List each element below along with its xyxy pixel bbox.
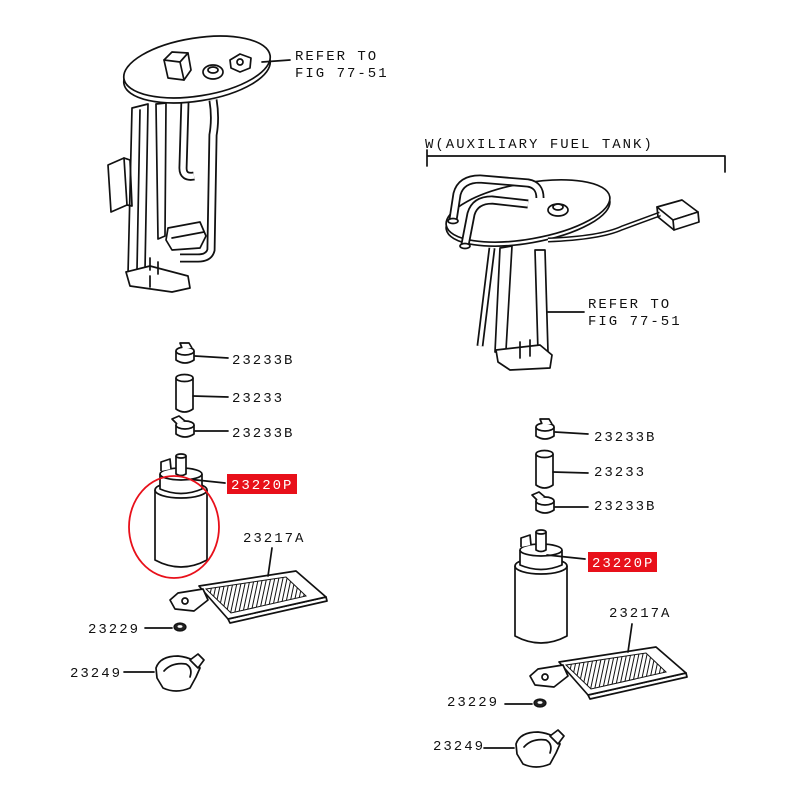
aux-title-bracket <box>426 149 726 173</box>
pump-highlight-circle <box>128 475 220 579</box>
aux-pump-parts <box>483 418 688 768</box>
aux-part-number-fuel-pump: 23220P <box>592 556 654 572</box>
aux-bracket <box>476 245 553 371</box>
hose-clamp-lower <box>171 415 229 438</box>
hose-clamp-upper <box>535 418 589 440</box>
fuel-hose <box>175 373 229 413</box>
main-part-number-hose-clamp-lower: 23233B <box>232 426 294 442</box>
main-sender-box <box>107 157 128 213</box>
aux-wire-connector <box>547 199 700 243</box>
aux-title: W(AUXILIARY FUEL TANK) <box>425 137 654 153</box>
main-sender-plate <box>122 35 272 104</box>
main-part-number-hose-clamp-upper: 23233B <box>232 353 294 369</box>
main-part-number-bracket: 23249 <box>70 666 122 682</box>
aux-sender-tubes <box>447 174 545 250</box>
fuel-filter <box>529 623 688 700</box>
fuel-hose <box>535 449 589 489</box>
hose-clamp-lower <box>531 491 589 514</box>
aux-sender-assembly: W(AUXILIARY FUEL TANK) <box>425 137 726 371</box>
main-part-number-fuel-hose: 23233 <box>232 391 284 407</box>
filter-ring <box>504 698 547 708</box>
aux-part-labels: 23233B 23233 23233B 23220P 23217A 23229 … <box>433 430 671 755</box>
main-reference-line1: REFER TO <box>295 49 378 65</box>
aux-part-number-hose-clamp-upper: 23233B <box>594 430 656 446</box>
pump-bracket <box>483 729 565 768</box>
main-part-number-fuel-pump: 23220P <box>231 478 293 494</box>
aux-part-number-ring: 23229 <box>447 695 499 711</box>
hose-clamp-upper <box>175 342 229 364</box>
aux-part-number-hose-clamp-lower: 23233B <box>594 499 656 515</box>
main-sender-tubes <box>178 99 219 263</box>
main-bracket-strip <box>155 102 167 240</box>
filter-ring <box>144 622 187 632</box>
aux-reference-line2: FIG 77-51 <box>588 314 682 330</box>
main-part-number-fuel-filter: 23217A <box>243 531 305 547</box>
aux-part-number-fuel-hose: 23233 <box>594 465 646 481</box>
pump-bracket <box>123 653 205 692</box>
main-pump-parts <box>123 342 328 692</box>
main-reference-leader <box>261 59 291 63</box>
aux-part-number-bracket: 23249 <box>433 739 485 755</box>
aux-part-number-fuel-filter: 23217A <box>609 606 671 622</box>
main-part-number-ring: 23229 <box>88 622 140 638</box>
aux-reference-line1: REFER TO <box>588 297 671 313</box>
main-part-labels: 23233B 23233 23233B 23220P 23217A 23229 … <box>70 353 305 682</box>
main-reference-line2: FIG 77-51 <box>295 66 389 82</box>
fuel-filter <box>169 547 328 624</box>
main-highlight-box <box>227 474 297 494</box>
fuel-pump <box>514 529 586 644</box>
main-sender-assembly: REFER TO FIG 77-51 <box>107 35 389 293</box>
aux-highlight-box <box>588 552 657 572</box>
